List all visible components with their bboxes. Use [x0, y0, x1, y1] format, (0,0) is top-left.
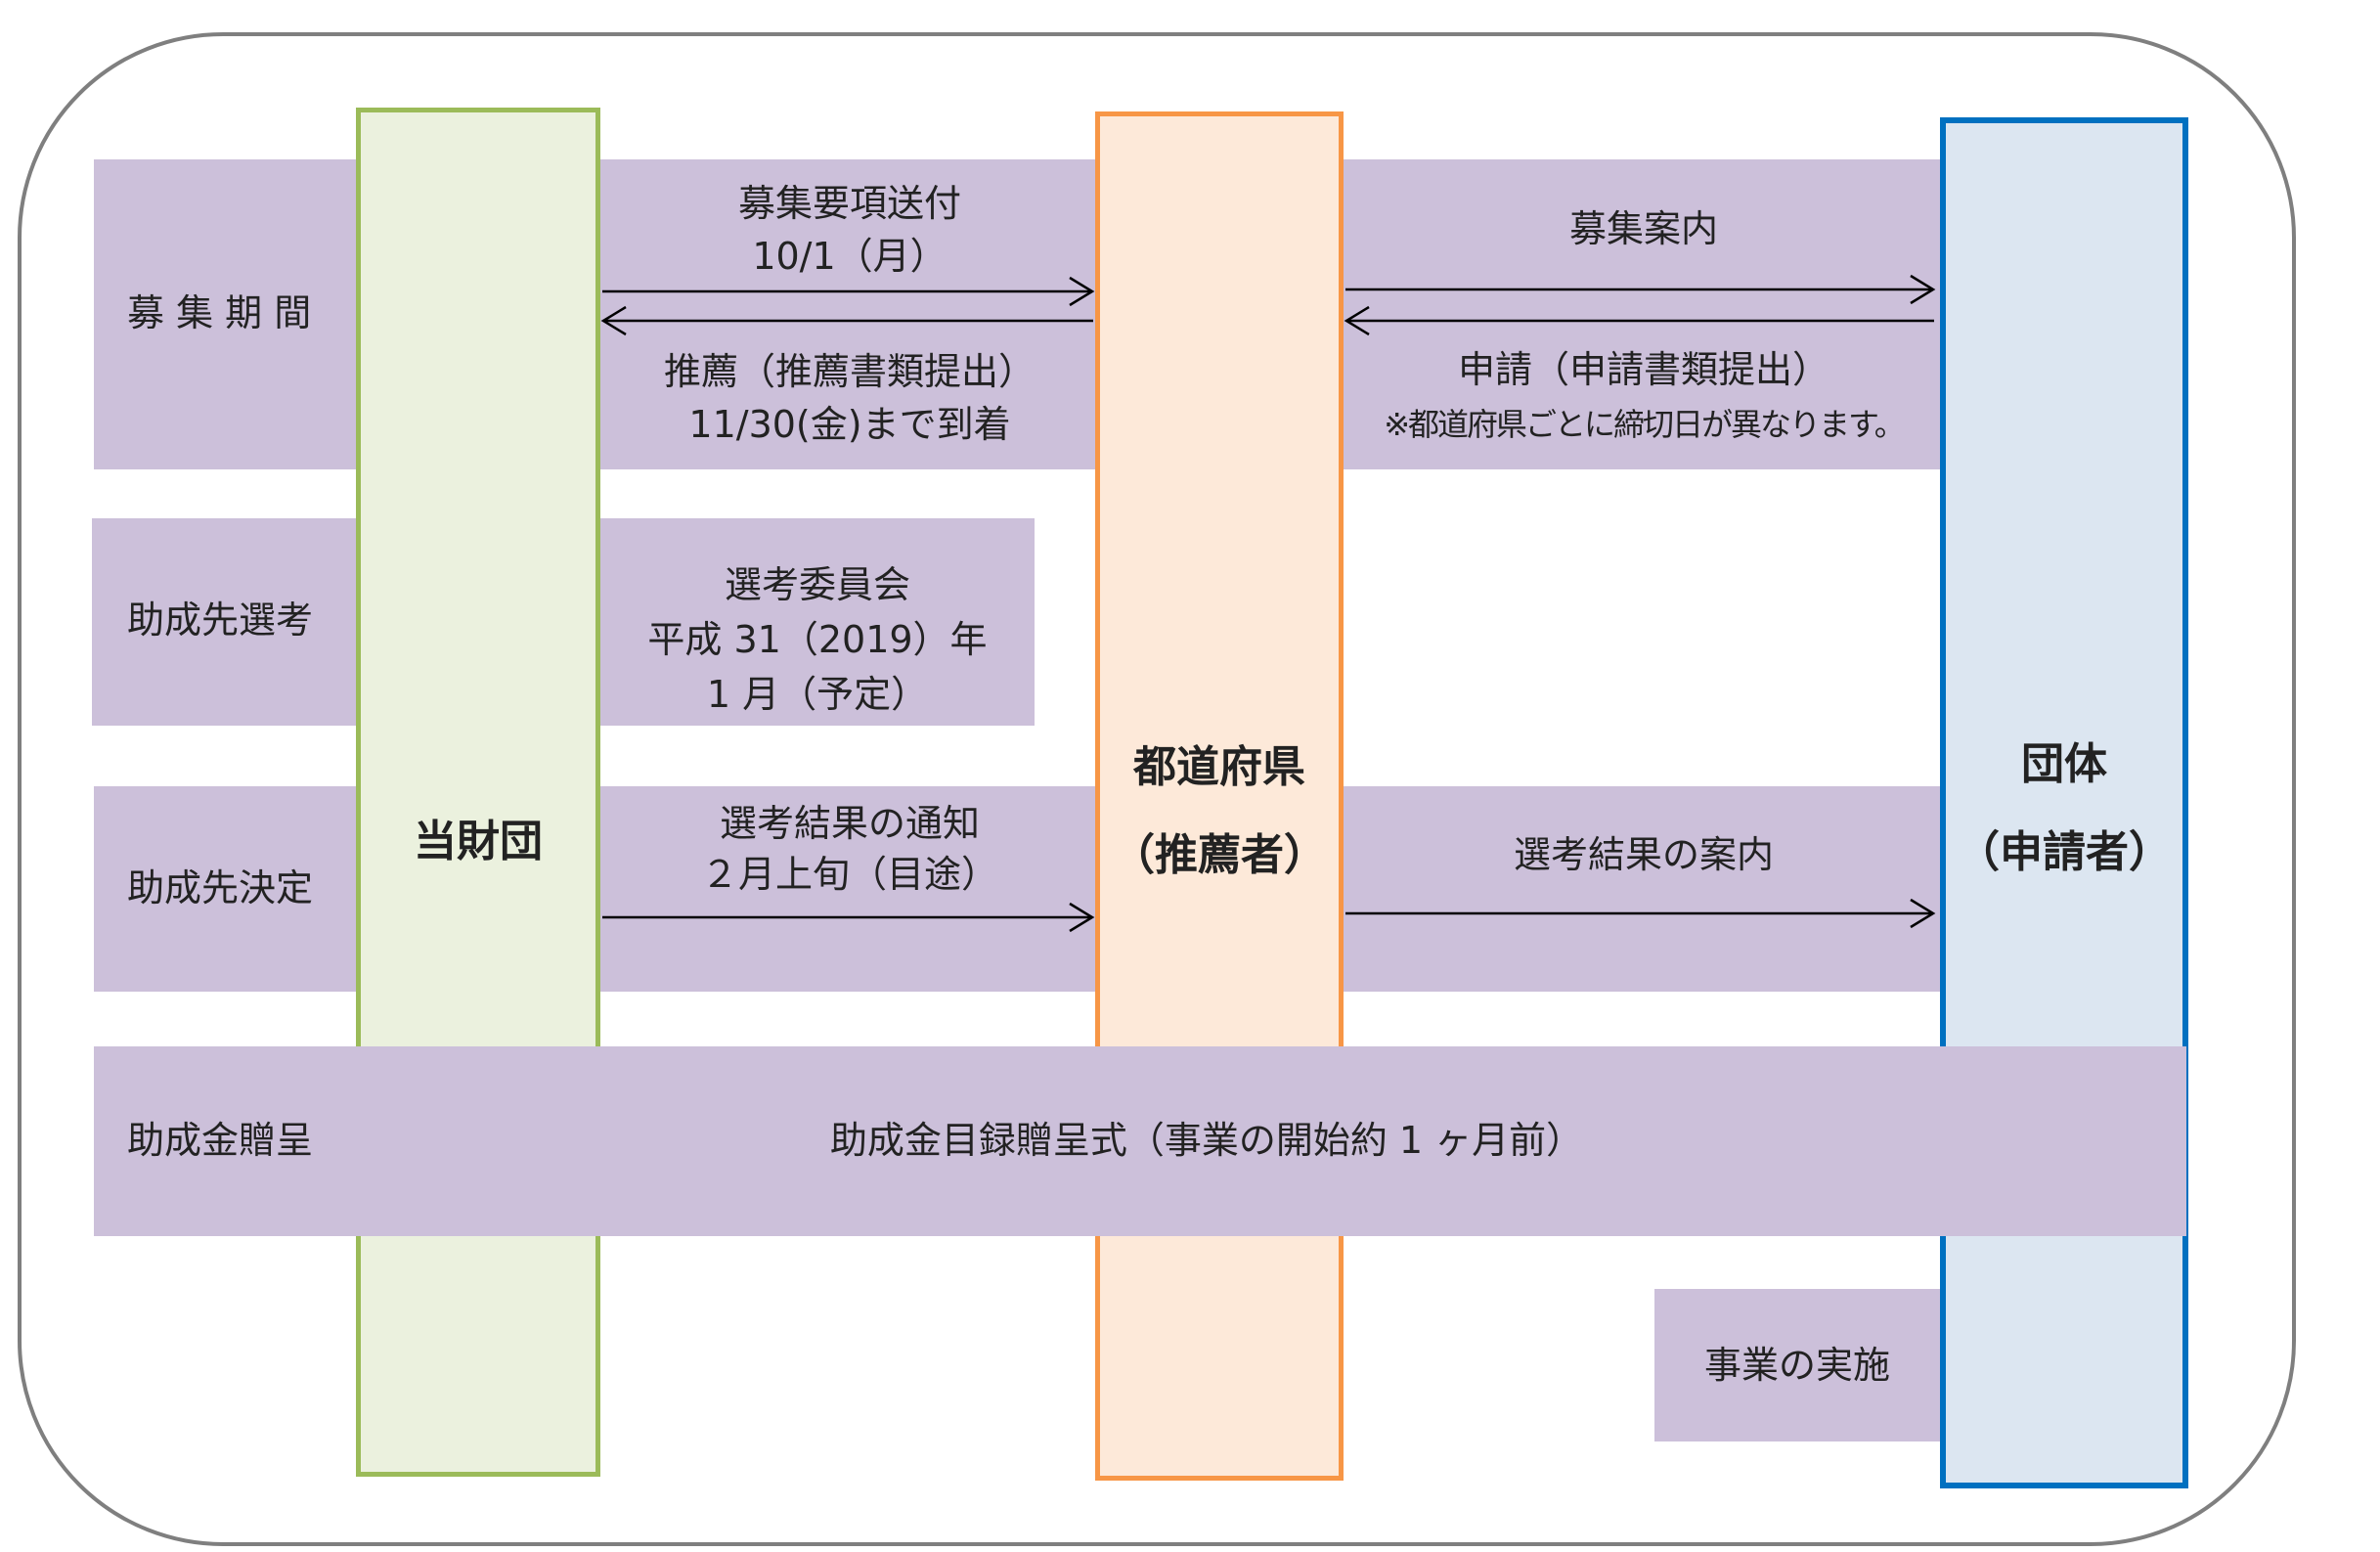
arrow-result-guide [1345, 898, 1936, 929]
msg-committee-3: 1 月（予定） [706, 673, 929, 716]
msg-send-guide-1: 募集要項送付 [737, 182, 961, 225]
arrow-recommend [600, 305, 1093, 336]
column-group-label-2: （申請者） [1957, 827, 2172, 877]
column-group: 団体 （申請者） [1940, 117, 2188, 1488]
column-group-label-1: 団体 [2021, 739, 2107, 789]
msg-recruit-guide: 募集案内 [1568, 207, 1718, 250]
implementation-box [1654, 1289, 1940, 1441]
column-foundation-label: 当財団 [414, 817, 543, 866]
column-prefecture-label-1: 都道府県 [1133, 742, 1305, 792]
arrow-apply [1344, 305, 1934, 336]
band-decision-mid [600, 786, 1099, 992]
stage-label-decision: 助成先決定 [127, 866, 314, 909]
column-foundation: 当財団 [356, 108, 600, 1477]
msg-apply-note: ※都道府県ごとに締切日が異なります。 [1384, 406, 1906, 443]
column-prefecture: 都道府県 （推薦者） [1095, 111, 1344, 1481]
band-recruit-left [94, 159, 356, 469]
band-decision-left [94, 786, 356, 992]
column-prefecture-label-2: （推薦者） [1112, 830, 1327, 880]
arrow-send-guide [602, 276, 1095, 307]
band-selection-left [92, 518, 356, 726]
arrow-notify [602, 902, 1095, 933]
stage-label-recruit: 募 集 期 間 [127, 291, 312, 334]
band-selection-mid [600, 518, 1035, 726]
msg-recommend-1: 推薦（推薦書類提出） [663, 350, 1036, 393]
msg-apply-1: 申請（申請書類提出） [1457, 348, 1829, 391]
band-decision-right [1344, 786, 1944, 992]
msg-recommend-2: 11/30(金)まで到着 [688, 403, 1011, 446]
msg-committee-2: 平成 31（2019）年 [647, 618, 988, 661]
band-award [94, 1046, 2186, 1236]
stage-label-award: 助成金贈呈 [127, 1119, 314, 1162]
arrow-recruit-guide [1345, 274, 1936, 305]
stage-label-selection: 助成先選考 [127, 599, 314, 642]
msg-notify-2: ２月上旬（目途） [700, 853, 998, 896]
msg-ceremony: 助成金目録贈呈式（事業の開始約 1 ヶ月前） [829, 1119, 1584, 1162]
msg-result-guide: 選考結果の案内 [1513, 833, 1774, 876]
band-recruit-mid [600, 159, 1099, 469]
msg-implementation: 事業の実施 [1703, 1344, 1890, 1387]
msg-notify-1: 選考結果の通知 [719, 802, 980, 845]
msg-committee-1: 選考委員会 [724, 563, 910, 606]
msg-send-guide-2: 10/1（月） [752, 235, 948, 278]
outer-frame [18, 32, 2296, 1546]
band-recruit-right [1344, 159, 1944, 469]
